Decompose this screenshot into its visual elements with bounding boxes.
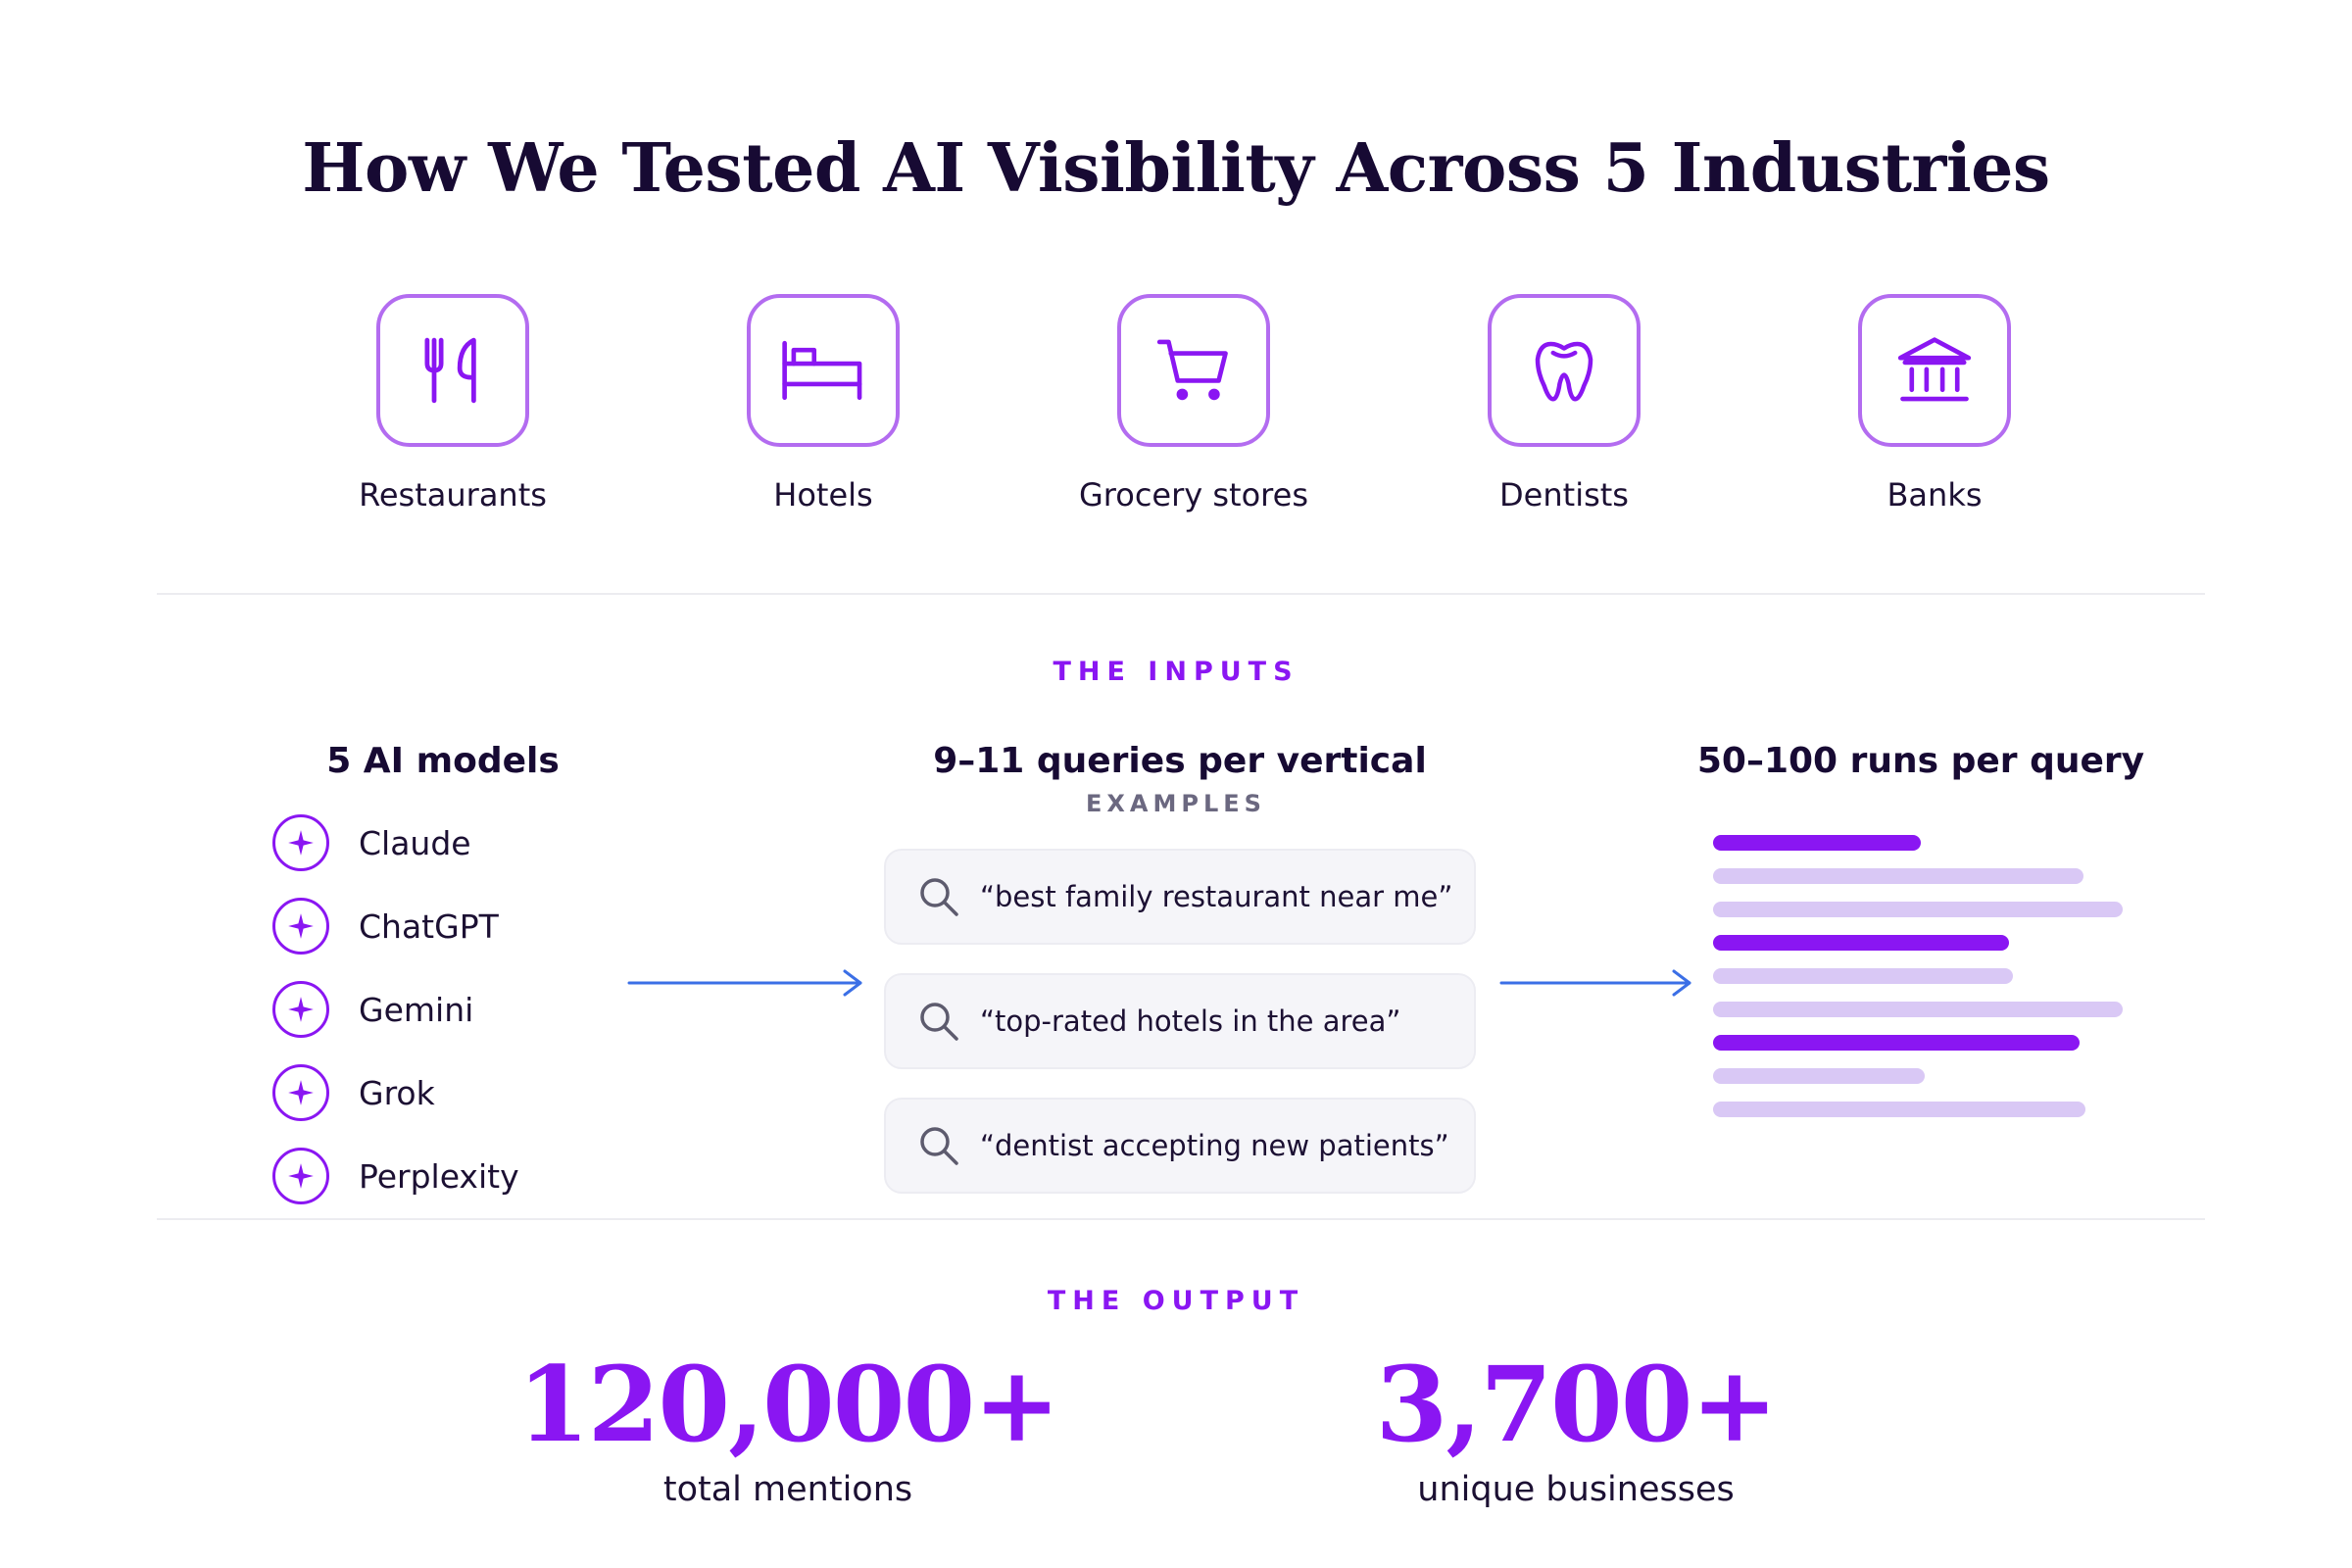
model-name: Gemini <box>359 990 474 1029</box>
run-bar-light <box>1713 1068 1925 1084</box>
industry-icon-box <box>376 294 529 447</box>
industry-hotels: Hotels <box>676 294 970 514</box>
model-badge <box>272 898 329 955</box>
industry-label: Banks <box>1886 476 1983 514</box>
model-item: Gemini <box>272 978 473 1041</box>
query-card: “top-rated hotels in the area” <box>884 973 1476 1069</box>
stat-caption: total mentions <box>662 1470 913 1509</box>
query-card: “dentist accepting new patients” <box>884 1098 1476 1194</box>
industry-icon-box <box>1858 294 2011 447</box>
industry-grocery-stores: Grocery stores <box>1047 294 1341 514</box>
model-name: Perplexity <box>359 1156 519 1196</box>
queries-title: 9–11 queries per vertical <box>933 741 1427 781</box>
run-bar-strong <box>1713 1035 2080 1051</box>
model-badge <box>272 1064 329 1121</box>
industry-label: Dentists <box>1499 476 1629 514</box>
model-item: Claude <box>272 811 471 874</box>
model-item: ChatGPT <box>272 895 499 957</box>
stat-value: 120,000+ <box>516 1343 1060 1465</box>
industry-label: Restaurants <box>359 476 547 514</box>
run-bar-strong <box>1713 835 1921 851</box>
bank-icon <box>1897 337 1972 402</box>
industry-icon-box <box>747 294 900 447</box>
sparkle-icon <box>288 997 314 1022</box>
industry-banks: Banks <box>1788 294 2082 514</box>
model-badge <box>272 981 329 1038</box>
page-title: How We Tested AI Visibility Across 5 Ind… <box>302 129 2050 208</box>
tooth-icon <box>1535 341 1593 402</box>
model-name: ChatGPT <box>359 906 499 946</box>
sparkle-icon <box>288 1080 314 1105</box>
output-label: THE OUTPUT <box>1047 1286 1305 1316</box>
search-icon <box>920 1003 958 1041</box>
arrow-right-icon <box>627 969 862 997</box>
search-icon <box>920 878 958 916</box>
divider <box>157 593 2205 595</box>
model-name: Claude <box>359 823 471 862</box>
run-bar-light <box>1713 1002 2123 1017</box>
runs-title: 50–100 runs per query <box>1696 741 2145 781</box>
industry-label: Hotels <box>773 476 873 514</box>
arrow-right-icon <box>1499 969 1691 997</box>
fork-knife-icon <box>424 337 476 404</box>
industry-icon-box <box>1117 294 1270 447</box>
search-icon <box>920 1127 958 1165</box>
query-text: “best family restaurant near me” <box>980 880 1453 913</box>
sparkle-icon <box>288 1163 314 1189</box>
run-bar-light <box>1713 1102 2085 1117</box>
query-text: “top-rated hotels in the area” <box>980 1004 1401 1038</box>
examples-label: EXAMPLES <box>1086 790 1266 817</box>
shopping-cart-icon <box>1156 339 1228 401</box>
run-bar-strong <box>1713 935 2009 951</box>
stat-total-mentions: 120,000+ total mentions <box>494 1343 1082 1510</box>
run-bar-light <box>1713 968 2013 984</box>
model-item: Grok <box>272 1061 435 1124</box>
divider <box>157 1218 2205 1220</box>
run-bar-light <box>1713 868 2083 884</box>
industry-icon-box <box>1488 294 1641 447</box>
run-bar-light <box>1713 902 2123 917</box>
sparkle-icon <box>288 830 314 856</box>
model-name: Grok <box>359 1073 435 1112</box>
inputs-label: THE INPUTS <box>1053 657 1299 687</box>
query-card: “best family restaurant near me” <box>884 849 1476 945</box>
stat-unique-businesses: 3,700+ unique businesses <box>1282 1343 1870 1510</box>
stat-value: 3,700+ <box>1375 1343 1779 1465</box>
model-badge <box>272 814 329 871</box>
sparkle-icon <box>288 913 314 939</box>
models-title: 5 AI models <box>326 741 560 781</box>
model-item: Perplexity <box>272 1145 519 1207</box>
industry-label: Grocery stores <box>1079 476 1308 514</box>
stat-caption: unique businesses <box>1417 1470 1735 1509</box>
bed-icon <box>782 340 862 401</box>
query-text: “dentist accepting new patients” <box>980 1129 1449 1162</box>
industry-restaurants: Restaurants <box>306 294 600 514</box>
model-badge <box>272 1148 329 1204</box>
industry-dentists: Dentists <box>1417 294 1711 514</box>
